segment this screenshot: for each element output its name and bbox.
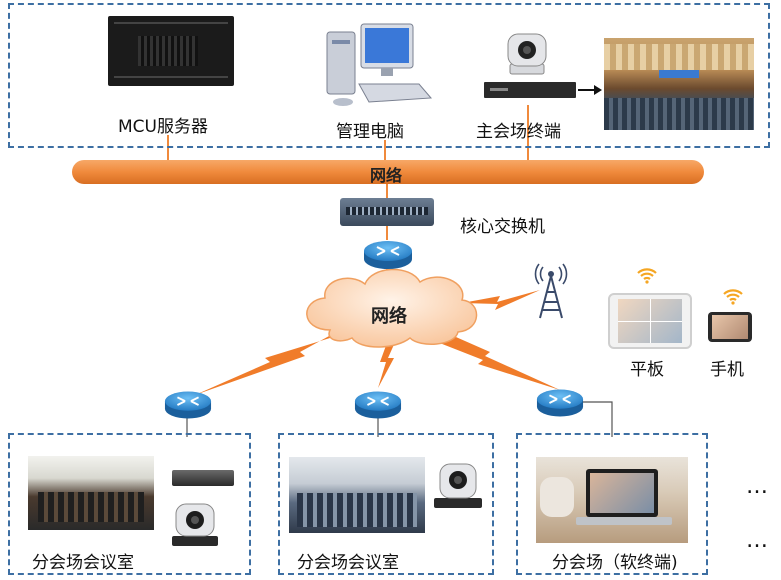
lightning-middle: [378, 340, 396, 388]
branch3-router-icon: [536, 389, 584, 417]
backbone-label: 网络: [370, 166, 403, 185]
more-sites-ellipsis-bottom: …: [746, 528, 769, 553]
branch2-camera-icon: [434, 463, 482, 508]
lightning-right: [432, 330, 560, 390]
lightning-tower: [462, 290, 540, 310]
tablet-icon: [608, 293, 692, 349]
main-site-frame: [8, 3, 770, 148]
mcu-server-icon: [108, 16, 234, 86]
branch3-frame: [516, 433, 708, 575]
tablet-wifi-icon: [637, 268, 657, 284]
branch1-router-icon: [164, 391, 212, 419]
tablet-label: 平板: [630, 360, 664, 380]
branch2-label: 分会场会议室: [297, 553, 399, 573]
branch3-link: [578, 401, 613, 437]
phone-label: 手机: [710, 360, 744, 380]
backbone-bus: [72, 160, 704, 184]
branch1-camera-icon: [172, 503, 218, 546]
branch1-label: 分会场会议室: [32, 553, 134, 573]
branch1-codec-icon: [172, 470, 234, 486]
mcu-server-label: MCU服务器: [118, 117, 208, 137]
core-switch-label: 核心交换机: [460, 217, 545, 237]
core-router-icon: [364, 241, 412, 269]
core-switch-icon: [340, 198, 434, 226]
main-terminal-label: 主会场终端: [476, 122, 561, 142]
branch1-room-photo: [28, 456, 154, 530]
main-terminal-icon: [484, 33, 602, 98]
branch3-laptop-photo: [536, 457, 688, 543]
management-pc-icon: [326, 23, 433, 106]
management-pc-label: 管理电脑: [336, 122, 404, 142]
branch2-room-photo: [289, 457, 425, 533]
branch1-frame: [8, 433, 251, 575]
phone-icon: [708, 312, 752, 342]
branch2-router-icon: [354, 391, 402, 419]
branch3-label: 分会场（软终端): [552, 553, 678, 573]
branch2-frame: [278, 433, 494, 575]
lightning-left: [195, 330, 340, 395]
phone-wifi-icon: [723, 289, 743, 305]
more-sites-ellipsis-top: …: [746, 474, 769, 499]
cell-tower-icon: [534, 263, 568, 319]
cloud-label: 网络: [371, 306, 407, 327]
main-hall-photo: [604, 38, 754, 130]
network-cloud: [306, 268, 478, 348]
